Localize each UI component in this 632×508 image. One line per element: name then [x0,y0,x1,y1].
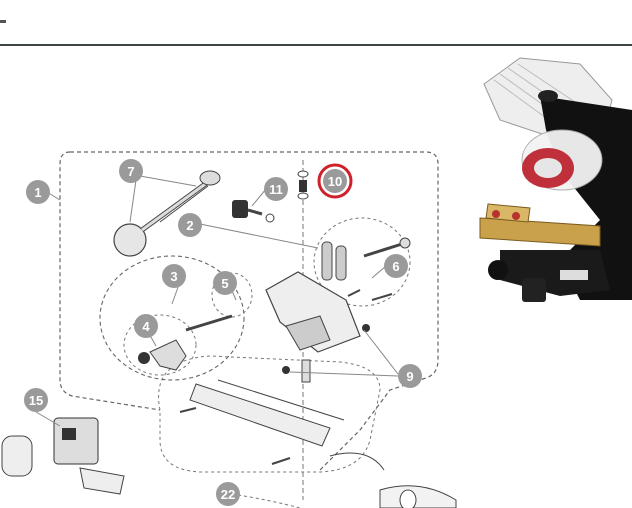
group-6-boundary [313,217,411,307]
callout-3-label: 3 [170,269,177,284]
group-3-boundary [99,255,245,381]
callout-15-label: 15 [29,393,43,408]
rail-part-9 [179,324,370,465]
link-assembly-part-6 [321,237,411,301]
callout-5[interactable]: 5 [213,271,237,295]
callout-22[interactable]: 22 [216,482,240,506]
base-bracket-part-2 [265,271,361,383]
callout-11[interactable]: 11 [264,177,288,201]
callout-6[interactable]: 6 [384,254,408,278]
chain-saw-sharpener-photo [479,57,632,302]
assembly-boundary [59,151,439,471]
callout-4-label: 4 [142,319,150,334]
callout-1-label: 1 [34,185,41,200]
callout-10[interactable]: 10 [317,163,353,199]
callout-10-label: 10 [328,174,342,189]
group-4-boundary [123,314,197,376]
wheel-part-22 [329,452,457,508]
callout-6-label: 6 [392,259,399,274]
callout-15[interactable]: 15 [24,388,48,412]
handle-arm-part [113,170,221,257]
header-tick [0,20,6,23]
lever-part-4 [138,339,187,371]
callout-5-label: 5 [221,276,228,291]
callout-1[interactable]: 1 [26,180,50,204]
spindle-part-10 [297,170,309,200]
callout-7-label: 7 [127,164,134,179]
callout-2[interactable]: 2 [178,213,202,237]
callout-4[interactable]: 4 [134,314,158,338]
callout-11-label: 11 [269,182,283,197]
callout-3[interactable]: 3 [162,264,186,288]
switch-part-15 [1,417,125,495]
bolt-part-11 [232,200,275,223]
highlight-ring [317,163,353,199]
header-rule [0,44,632,46]
callout-7[interactable]: 7 [119,159,143,183]
callout-9[interactable]: 9 [398,364,422,388]
rod-part-3 [185,314,233,332]
callout-2-label: 2 [186,218,193,233]
callout-9-label: 9 [406,369,413,384]
callout-22-label: 22 [221,487,235,502]
group-22-boundary [231,493,301,508]
